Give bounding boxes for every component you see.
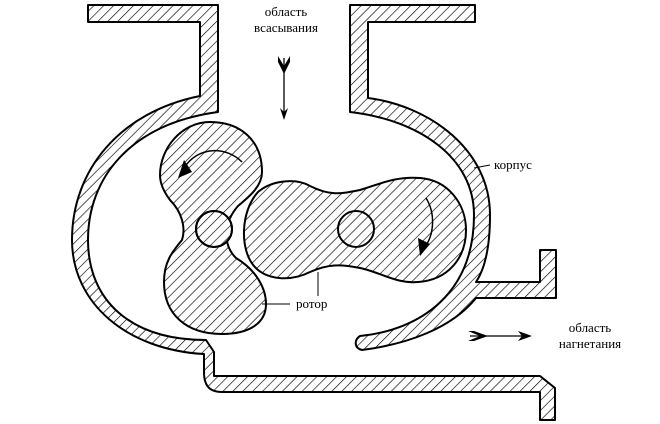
discharge-label-line1: область <box>568 320 612 335</box>
suction-label-line2: всасывания <box>254 20 318 35</box>
suction-label-line1: область <box>264 4 308 19</box>
suction-label: область всасывания <box>236 4 336 36</box>
rotor-label: ротор <box>296 296 328 311</box>
right-shaft <box>337 210 375 248</box>
left-rotation-arrow <box>178 149 243 178</box>
discharge-flow-arrow <box>468 331 532 341</box>
right-rotation-arrow <box>418 197 434 256</box>
left-shaft <box>195 210 233 248</box>
discharge-label-line2: нагнетания <box>558 336 622 351</box>
housing-left-wall <box>71 4 556 421</box>
housing-label: корпус <box>494 157 532 172</box>
suction-flow-arrow <box>278 56 290 120</box>
housing-right-wall <box>349 4 557 351</box>
discharge-label: область нагнетания <box>540 320 640 352</box>
housing-leader-line <box>473 164 491 169</box>
